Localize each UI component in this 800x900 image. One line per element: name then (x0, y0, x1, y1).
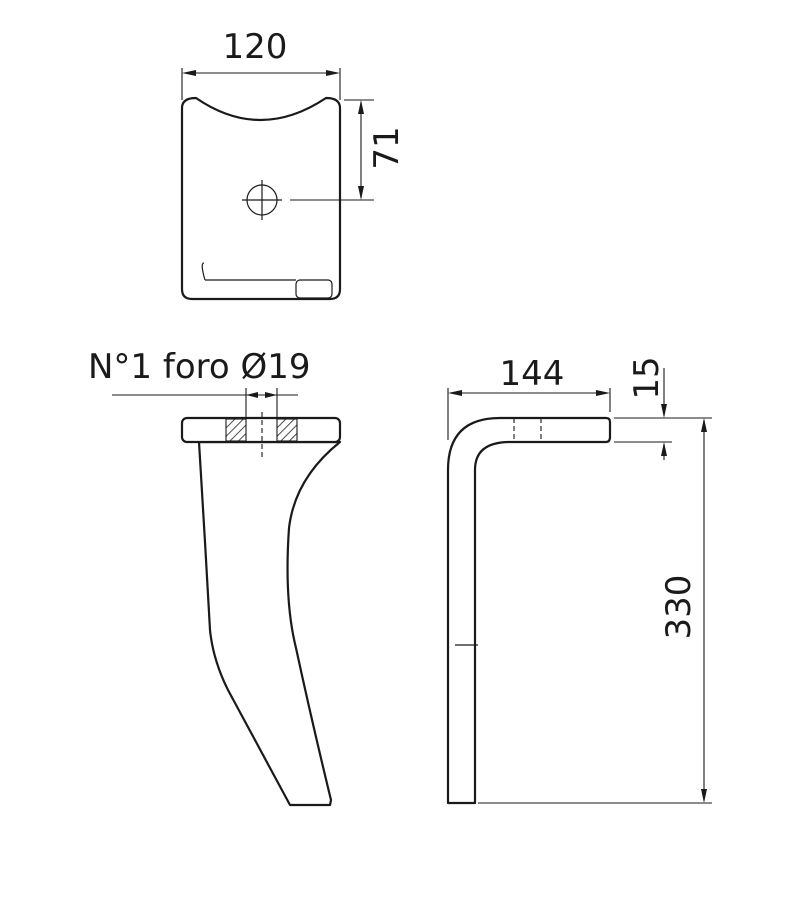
dim-hole-offset: 71 (290, 99, 407, 201)
dim-flange-length-label: 144 (500, 354, 565, 394)
front-view (180, 412, 342, 807)
side-view (446, 416, 612, 805)
dim-hole-offset-label: 71 (367, 126, 407, 169)
side-view-tine (446, 416, 612, 805)
dim-top-width-label: 120 (223, 27, 288, 67)
dim-height-label: 330 (659, 575, 699, 640)
top-view-bend-tab (295, 279, 333, 299)
dim-thickness-label: 15 (627, 356, 667, 399)
dim-hole-callout-label: N°1 foro Ø19 (88, 347, 311, 387)
front-view-blade (197, 440, 342, 807)
top-view-plate (180, 96, 342, 301)
dim-top-width: 120 (181, 27, 341, 100)
hole-section-left-hatch (225, 418, 247, 442)
dim-height: 330 (478, 418, 712, 804)
top-view (180, 96, 342, 301)
hole-section-right-hatch (276, 418, 298, 442)
dim-flange-length: 144 (447, 354, 611, 440)
top-view-bend-line (201, 262, 296, 281)
front-view-flange (180, 416, 342, 444)
dim-hole-callout: N°1 foro Ø19 (88, 347, 311, 420)
dim-thickness: 15 (614, 356, 712, 460)
